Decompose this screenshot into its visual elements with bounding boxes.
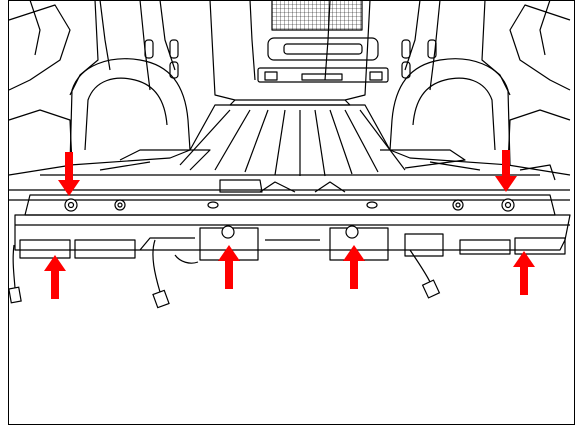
arrows [44, 150, 535, 299]
fastener-bolt [221, 225, 235, 239]
fastener-bolt [345, 225, 359, 239]
red-arrow-lower-left [44, 255, 66, 299]
right-wheel-arch [389, 58, 511, 166]
sensor-harness [8, 239, 441, 309]
rear-bumper-reinforcement [24, 194, 556, 216]
electrical-connector [152, 289, 170, 309]
fastener-bolt-group [64, 198, 515, 239]
bulkhead-grille [271, 0, 363, 31]
electrical-connector [8, 286, 22, 304]
left-wheel-arch [69, 58, 191, 166]
red-arrow-lower-right [513, 251, 535, 295]
red-arrow-upper-right [495, 150, 517, 192]
red-arrow-lower-center-left [218, 245, 240, 289]
red-arrow-upper-left [58, 152, 80, 196]
red-arrow-lower-center-right [343, 245, 365, 289]
electrical-connector [421, 279, 441, 299]
cargo-area-line-art [8, 0, 571, 261]
